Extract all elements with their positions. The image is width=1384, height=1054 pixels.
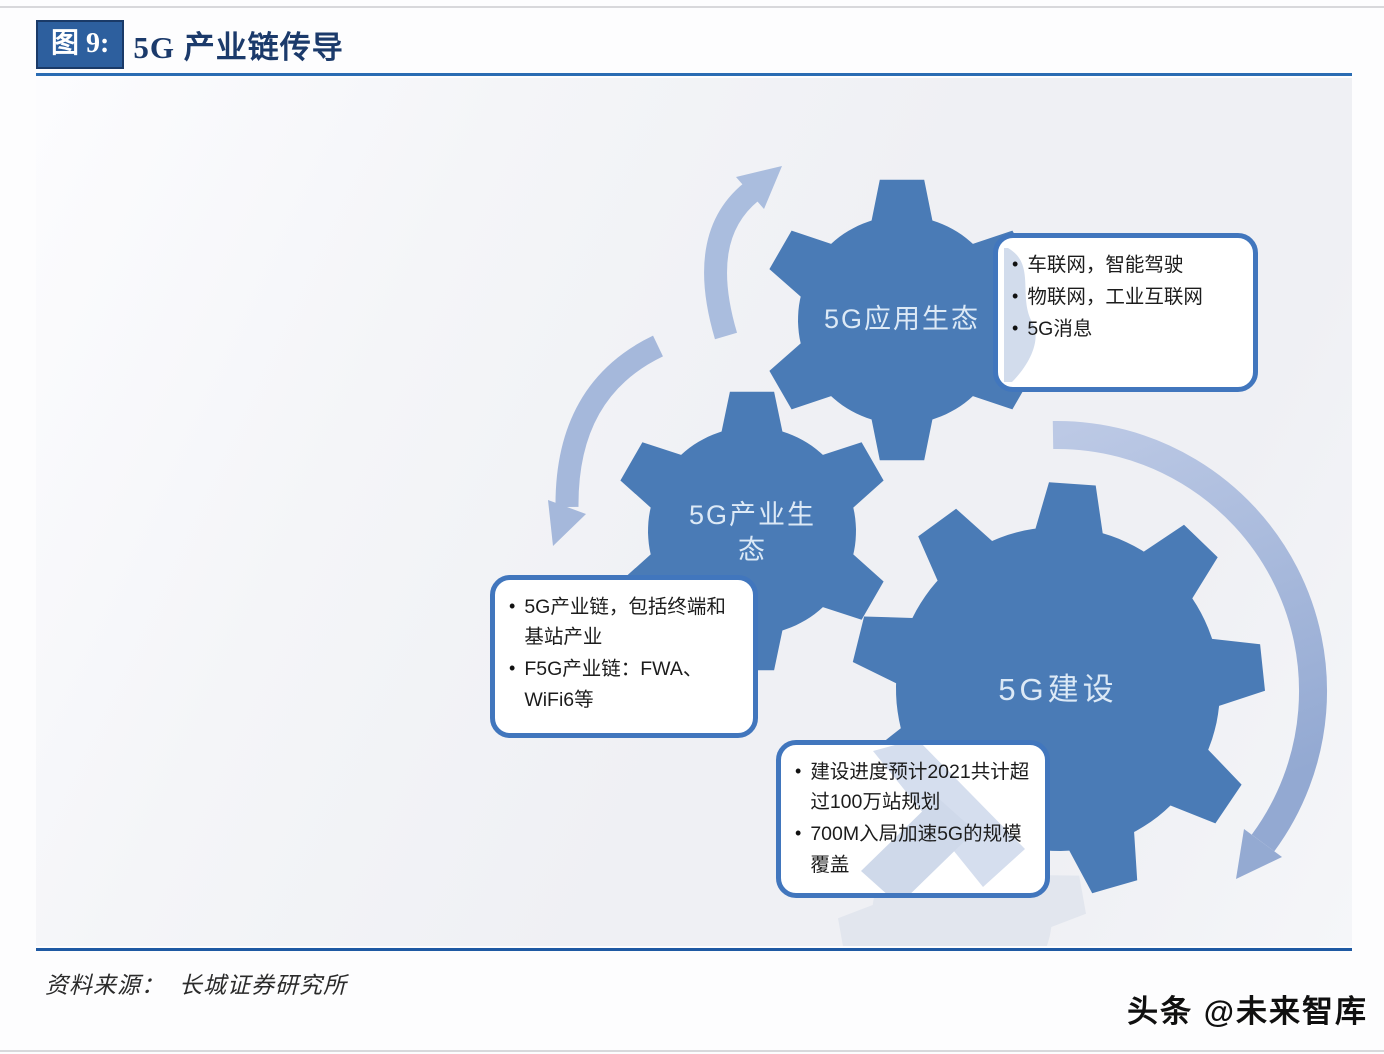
source-line: 资料来源： 长城证券研究所 — [45, 966, 347, 1000]
callout-decor-shape — [861, 745, 1025, 893]
curved-arrow-down-left-head-icon — [548, 500, 586, 546]
callout-item-text: 车联网，智能驾驶 — [1027, 254, 1184, 276]
callout-item-text: F5G产业链：FWA、WiFi6等 — [524, 658, 703, 711]
figure-header: 图 9: 5G 产业链传导 — [36, 20, 344, 69]
gear-label-industry: 5G产业生态 — [688, 500, 817, 566]
curved-arrow-up-head-icon — [736, 166, 782, 209]
callout-item-text: 5G产业链，包括终端和基站产业 — [524, 596, 726, 649]
bullet-icon: • — [1012, 318, 1019, 339]
curved-arrow-up-icon — [704, 183, 759, 340]
callout-item: • 车联网，智能驾驶 — [1012, 250, 1241, 280]
curved-arrow-right-icon — [1052, 420, 1328, 852]
callout-list: • 建设进度预计2021共计超过100万站规划 • 700M入局加速5G的规模覆盖 — [781, 745, 1045, 880]
page-top-divider — [0, 6, 1384, 8]
callout-item-text: 700M入局加速5G的规模覆盖 — [810, 823, 1022, 876]
callout-build: • 建设进度预计2021共计超过100万站规划 • 700M入局加速5G的规模覆盖 — [776, 740, 1050, 898]
figure-title: 5G 产业链传导 — [133, 30, 344, 65]
callout-item-text: 建设进度预计2021共计超过100万站规划 — [810, 761, 1030, 814]
watermark: 头条 @未来智库 — [1127, 994, 1368, 1029]
bullet-icon: • — [509, 658, 516, 679]
gear-label-build: 5G建设 — [998, 672, 1118, 707]
callout-item: • F5G产业链：FWA、WiFi6等 — [509, 654, 741, 714]
callout-item: • 700M入局加速5G的规模覆盖 — [795, 819, 1033, 879]
bullet-icon: • — [1012, 286, 1019, 307]
gear-app-ecosystem — [769, 179, 1035, 461]
callout-list: • 车联网，智能驾驶 • 物联网，工业互联网 • 5G消息 — [998, 238, 1253, 345]
footer-divider — [36, 948, 1352, 951]
bullet-icon: • — [795, 761, 802, 781]
title-underline — [36, 73, 1352, 76]
callout-item: • 5G产业链，包括终端和基站产业 — [509, 592, 741, 652]
source-value: 长城证券研究所 — [179, 973, 347, 998]
bullet-icon: • — [1012, 254, 1019, 274]
callout-item: • 物联网，工业互联网 — [1012, 282, 1241, 312]
callout-item-text: 5G消息 — [1027, 318, 1093, 341]
callout-item: • 5G消息 — [1012, 314, 1241, 344]
figure-number-badge: 图 9: — [36, 20, 125, 69]
callout-decor-shape — [1004, 248, 1036, 382]
callout-list: • 5G产业链，包括终端和基站产业 • F5G产业链：FWA、WiFi6等 — [495, 580, 753, 715]
callout-industry-ecosystem: • 5G产业链，包括终端和基站产业 • F5G产业链：FWA、WiFi6等 — [490, 575, 758, 738]
callout-app-ecosystem: • 车联网，智能驾驶 • 物联网，工业互联网 • 5G消息 — [993, 233, 1258, 392]
curved-arrow-right-head-icon — [1236, 829, 1282, 879]
callout-item-text: 物联网，工业互联网 — [1027, 286, 1203, 309]
bullet-icon: • — [795, 823, 802, 844]
bullet-icon: • — [509, 596, 516, 616]
callout-item: • 建设进度预计2021共计超过100万站规划 — [795, 757, 1033, 817]
source-label: 资料来源： — [45, 973, 165, 998]
page-bottom-divider — [0, 1050, 1384, 1052]
curved-arrow-down-left-icon — [555, 335, 664, 508]
gear-label-app: 5G应用生态 — [823, 304, 981, 334]
